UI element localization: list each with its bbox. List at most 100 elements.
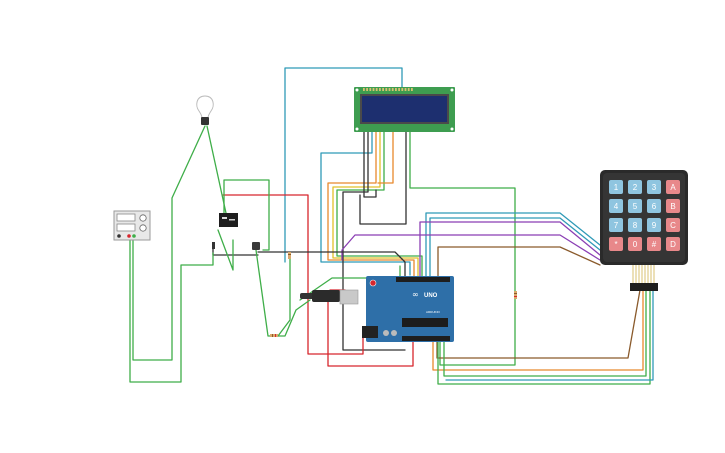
keypad-key-label: 1	[614, 183, 619, 192]
keypad-key[interactable]: C	[666, 218, 680, 232]
keypad-key[interactable]: 3	[647, 180, 661, 194]
keypad-key[interactable]: 1	[609, 180, 623, 194]
diode[interactable]	[212, 242, 215, 249]
lcd-pin	[395, 88, 397, 91]
wire-brown-keypad[interactable]	[437, 246, 601, 277]
wire-blue-keypad[interactable]	[429, 217, 601, 277]
lcd-hole-tr	[450, 88, 454, 92]
wire-teal-lcd[interactable]	[320, 129, 411, 276]
wire-orange-lcd[interactable]	[327, 129, 415, 277]
keypad-key-label: 7	[614, 221, 619, 230]
lcd-pin	[411, 88, 413, 91]
wire-green-bottom[interactable]	[443, 289, 647, 377]
keypad-key-label: 6	[652, 202, 657, 211]
keypad-key[interactable]: D	[666, 237, 680, 251]
lamp[interactable]	[196, 95, 214, 125]
resistor-2[interactable]	[288, 252, 291, 259]
keypad-key-label: 2	[633, 183, 638, 192]
wire-purple-keypad-2[interactable]	[341, 234, 601, 261]
buzzer[interactable]	[252, 242, 260, 250]
wire-green-bottom-2[interactable]	[437, 289, 651, 385]
wire-black-lcd-3[interactable]	[359, 129, 407, 225]
atmega-chip	[402, 318, 448, 327]
keypad-key[interactable]: 8	[628, 218, 642, 232]
lcd-hole-tl	[355, 88, 359, 92]
arduino-board	[366, 276, 454, 342]
wire-green-relay-loop[interactable]	[223, 179, 270, 251]
usb-cable[interactable]	[300, 293, 314, 299]
keypad-key[interactable]: 2	[628, 180, 642, 194]
wire-orange-bottom[interactable]	[432, 289, 644, 371]
ps-terminal-red[interactable]	[127, 234, 131, 238]
keypad-key[interactable]: 9	[647, 218, 661, 232]
lcd-pin	[398, 88, 400, 91]
wire-orange-lcd-2[interactable]	[377, 129, 394, 184]
ps-knob-top-icon[interactable]	[139, 214, 147, 222]
ps-terminal-green[interactable]	[132, 234, 136, 238]
capacitor-1	[383, 330, 389, 336]
resistor-3[interactable]	[514, 291, 517, 299]
power-supply[interactable]	[113, 210, 151, 241]
wire-green-ps[interactable]	[129, 239, 214, 383]
wire-teal-bottom[interactable]	[445, 289, 654, 381]
wire-brown-bottom[interactable]	[436, 289, 641, 359]
wire-red-relay[interactable]	[222, 194, 364, 355]
wire-green-lamp[interactable]	[132, 125, 206, 361]
wire-black-lcd-2[interactable]	[363, 129, 377, 198]
digital-header	[396, 277, 450, 282]
lcd-pin	[375, 88, 378, 91]
arduino-brand-label: ARDUINO	[426, 310, 441, 314]
arduino-uno[interactable]: ∞ UNO ARDUINO	[300, 276, 454, 342]
keypad-key-label: 3	[652, 183, 657, 192]
wire-green-lcd[interactable]	[336, 129, 423, 277]
ps-knob-bottom-icon[interactable]	[139, 224, 147, 232]
wire-red-bottom[interactable]	[327, 299, 414, 367]
keypad-key[interactable]: 5	[628, 199, 642, 213]
wire-black-buzzer[interactable]	[257, 251, 406, 277]
keypad-connector	[630, 283, 658, 291]
keypad-key[interactable]: 0	[628, 237, 642, 251]
wire-black-relay[interactable]	[212, 243, 259, 256]
resistor-1[interactable]	[270, 334, 278, 337]
keypad-key-label: B	[670, 202, 675, 211]
lcd-hole-br	[450, 127, 454, 131]
lcd-pin	[388, 88, 391, 91]
reset-button[interactable]	[369, 279, 377, 287]
wire-teal-top[interactable]	[284, 67, 403, 263]
wire-black-lcd[interactable]	[342, 129, 406, 351]
wire-green-lcd-res[interactable]	[409, 129, 516, 366]
keypad-key-label: *	[614, 240, 617, 249]
wire-purple-keypad[interactable]	[419, 221, 601, 277]
lcd-pin	[363, 88, 365, 91]
wire-green-relay-coil[interactable]	[217, 229, 234, 271]
keypad-key[interactable]: B	[666, 199, 680, 213]
keypad-key[interactable]: 6	[647, 199, 661, 213]
ps-display-top	[116, 213, 136, 222]
keypad-key-label: 9	[652, 221, 657, 230]
lcd-display[interactable]	[354, 87, 455, 132]
lcd-pin	[391, 88, 394, 91]
keypad-key[interactable]: #	[647, 237, 661, 251]
wire-green-lamp-2[interactable]	[206, 125, 227, 214]
ps-terminal-black[interactable]	[117, 234, 121, 238]
keypad-key[interactable]: 7	[609, 218, 623, 232]
keypad-key[interactable]: A	[666, 180, 680, 194]
wire-green-res-2[interactable]	[277, 257, 291, 337]
arduino-logo-icon: ∞	[412, 290, 419, 299]
wire-yellow-lcd[interactable]	[332, 129, 419, 277]
wire-teal-keypad[interactable]	[425, 212, 601, 277]
keypad-key-label: 0	[633, 240, 638, 249]
keypad-key-label: 8	[633, 221, 638, 230]
keypad-key[interactable]: 4	[609, 199, 623, 213]
relay[interactable]	[219, 213, 238, 227]
keypad-ribbon	[632, 265, 655, 283]
keypad-key[interactable]: *	[609, 237, 623, 251]
wire-green-resistor[interactable]	[255, 249, 311, 337]
ps-display-bottom	[116, 223, 136, 232]
power-jack	[362, 326, 378, 338]
lcd-pin	[369, 88, 372, 91]
lcd-pin	[407, 88, 410, 91]
